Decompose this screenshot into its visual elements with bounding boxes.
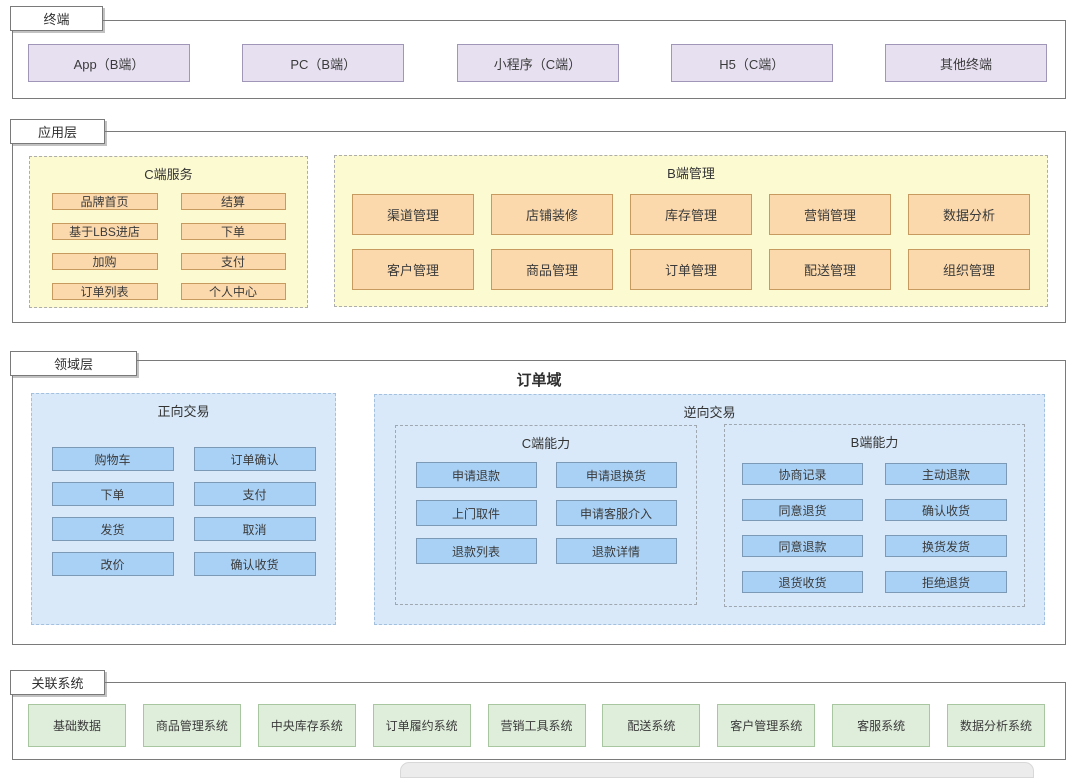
section-related-systems: 关联系统 基础数据商品管理系统中央库存系统订单履约系统营销工具系统配送系统客户管… <box>10 670 1066 760</box>
forward-trade-box: 发货 <box>51 517 174 541</box>
b-capability-box: 确认收货 <box>885 499 1007 521</box>
group-title-reverse-trade: 逆向交易 <box>683 405 736 420</box>
section-label-application: 应用层 <box>10 119 105 144</box>
forward-trade-box: 下单 <box>51 482 174 506</box>
c-service-box: 下单 <box>180 223 286 240</box>
c-capability-box: 退款列表 <box>415 538 537 564</box>
b-management-box-list: 渠道管理店铺装修库存管理营销管理数据分析客户管理商品管理订单管理配送管理组织管理 <box>335 194 1047 290</box>
b-management-box: 数据分析 <box>908 194 1030 235</box>
c-service-box-list: 品牌首页 结算基于LBS进店 下单加购 支付订单列表 个人中心 <box>30 193 307 300</box>
c-service-box: 支付 <box>180 253 286 270</box>
group-title-forward-trade: 正向交易 <box>157 404 210 419</box>
c-service-box: 加购 <box>51 253 158 270</box>
c-capability-box: 申请退换货 <box>555 462 677 488</box>
terminal-box: PC（B端） <box>242 44 405 82</box>
c-service-box: 结算 <box>180 193 286 210</box>
group-b-management: B端管理 渠道管理店铺装修库存管理营销管理数据分析客户管理商品管理订单管理配送管… <box>334 155 1048 307</box>
b-management-box: 配送管理 <box>769 249 891 290</box>
b-capability-box: 同意退货 <box>742 499 863 521</box>
section-terminal: 终端 App（B端） PC（B端） 小程序（C端） H5（C端） 其他终端 <box>10 6 1066 99</box>
b-capability-box: 主动退款 <box>885 463 1007 485</box>
c-capability-box: 申请退款 <box>415 462 537 488</box>
c-service-box: 品牌首页 <box>51 193 158 210</box>
b-management-box: 订单管理 <box>630 249 752 290</box>
group-title-c-service: C端服务 <box>144 167 193 182</box>
section-domain: 领域层 订单域 正向交易 购物车订单确认下单支付发货取消改价确认收货 逆向交易 … <box>10 351 1066 645</box>
related-system-box: 订单履约系统 <box>372 704 471 747</box>
group-reverse-trade: 逆向交易 C端能力 申请退款申请退换货上门取件申请客服介入退款列表退款详情 B端… <box>374 394 1045 625</box>
b-management-box: 店铺装修 <box>491 194 613 235</box>
related-system-box-list: 基础数据商品管理系统中央库存系统订单履约系统营销工具系统配送系统客户管理系统客服… <box>13 683 1065 747</box>
group-forward-trade: 正向交易 购物车订单确认下单支付发货取消改价确认收货 <box>31 393 336 625</box>
section-label-domain: 领域层 <box>10 351 137 376</box>
group-c-capability: C端能力 申请退款申请退换货上门取件申请客服介入退款列表退款详情 <box>395 425 697 605</box>
forward-trade-box: 确认收货 <box>193 552 316 576</box>
section-application: 应用层 C端服务 品牌首页 结算基于LBS进店 下单加购 支付订单列表 个人中心 B端管… <box>10 119 1066 323</box>
domain-title: 订单域 <box>516 372 562 389</box>
group-title-c-capability: C端能力 <box>521 436 571 451</box>
forward-trade-box-list: 购物车订单确认下单支付发货取消改价确认收货 <box>32 447 335 576</box>
b-capability-box: 同意退款 <box>742 535 863 557</box>
b-capability-box: 换货发货 <box>885 535 1007 557</box>
terminal-box: H5（C端） <box>670 44 833 82</box>
c-capability-box: 上门取件 <box>415 500 537 526</box>
bottom-overlay-bar <box>400 762 1034 778</box>
b-management-box: 组织管理 <box>908 249 1030 290</box>
related-system-box: 客户管理系统 <box>717 704 816 747</box>
c-service-box: 个人中心 <box>180 283 286 300</box>
group-c-service: C端服务 品牌首页 结算基于LBS进店 下单加购 支付订单列表 个人中心 <box>29 156 308 308</box>
section-label-related-systems: 关联系统 <box>10 670 105 695</box>
forward-trade-box: 改价 <box>51 552 174 576</box>
c-service-box: 订单列表 <box>51 283 158 300</box>
group-title-b-capability: B端能力 <box>850 435 899 450</box>
section-label-terminal: 终端 <box>10 6 103 31</box>
forward-trade-box: 取消 <box>193 517 316 541</box>
b-management-box: 营销管理 <box>769 194 891 235</box>
related-system-box: 基础数据 <box>28 704 126 747</box>
group-b-capability: B端能力 协商记录主动退款同意退货确认收货同意退款换货发货退货收货拒绝退货 <box>724 424 1025 607</box>
related-system-box: 数据分析系统 <box>947 704 1045 747</box>
b-management-box: 渠道管理 <box>352 194 474 235</box>
b-management-box: 客户管理 <box>352 249 474 290</box>
related-system-box: 中央库存系统 <box>257 704 356 747</box>
c-capability-box: 退款详情 <box>555 538 677 564</box>
terminal-box: App（B端） <box>28 44 190 82</box>
related-system-box: 营销工具系统 <box>487 704 586 747</box>
related-system-box: 客服系统 <box>832 704 931 747</box>
c-capability-box-list: 申请退款申请退换货上门取件申请客服介入退款列表退款详情 <box>396 462 696 564</box>
b-capability-box: 拒绝退货 <box>885 571 1007 593</box>
forward-trade-box: 支付 <box>193 482 316 506</box>
c-service-box: 基于LBS进店 <box>51 223 158 240</box>
forward-trade-box: 订单确认 <box>193 447 316 471</box>
related-system-box: 配送系统 <box>602 704 701 747</box>
related-system-box: 商品管理系统 <box>142 704 241 747</box>
terminal-box-list: App（B端） PC（B端） 小程序（C端） H5（C端） 其他终端 <box>13 21 1065 82</box>
terminal-box: 其他终端 <box>885 44 1047 82</box>
b-capability-box: 协商记录 <box>742 463 863 485</box>
group-title-b-management: B端管理 <box>667 166 715 181</box>
b-management-box: 商品管理 <box>491 249 613 290</box>
terminal-box: 小程序（C端） <box>456 44 619 82</box>
b-capability-box: 退货收货 <box>742 571 863 593</box>
b-management-box: 库存管理 <box>630 194 752 235</box>
c-capability-box: 申请客服介入 <box>555 500 677 526</box>
b-capability-box-list: 协商记录主动退款同意退货确认收货同意退款换货发货退货收货拒绝退货 <box>725 463 1024 593</box>
forward-trade-box: 购物车 <box>51 447 174 471</box>
